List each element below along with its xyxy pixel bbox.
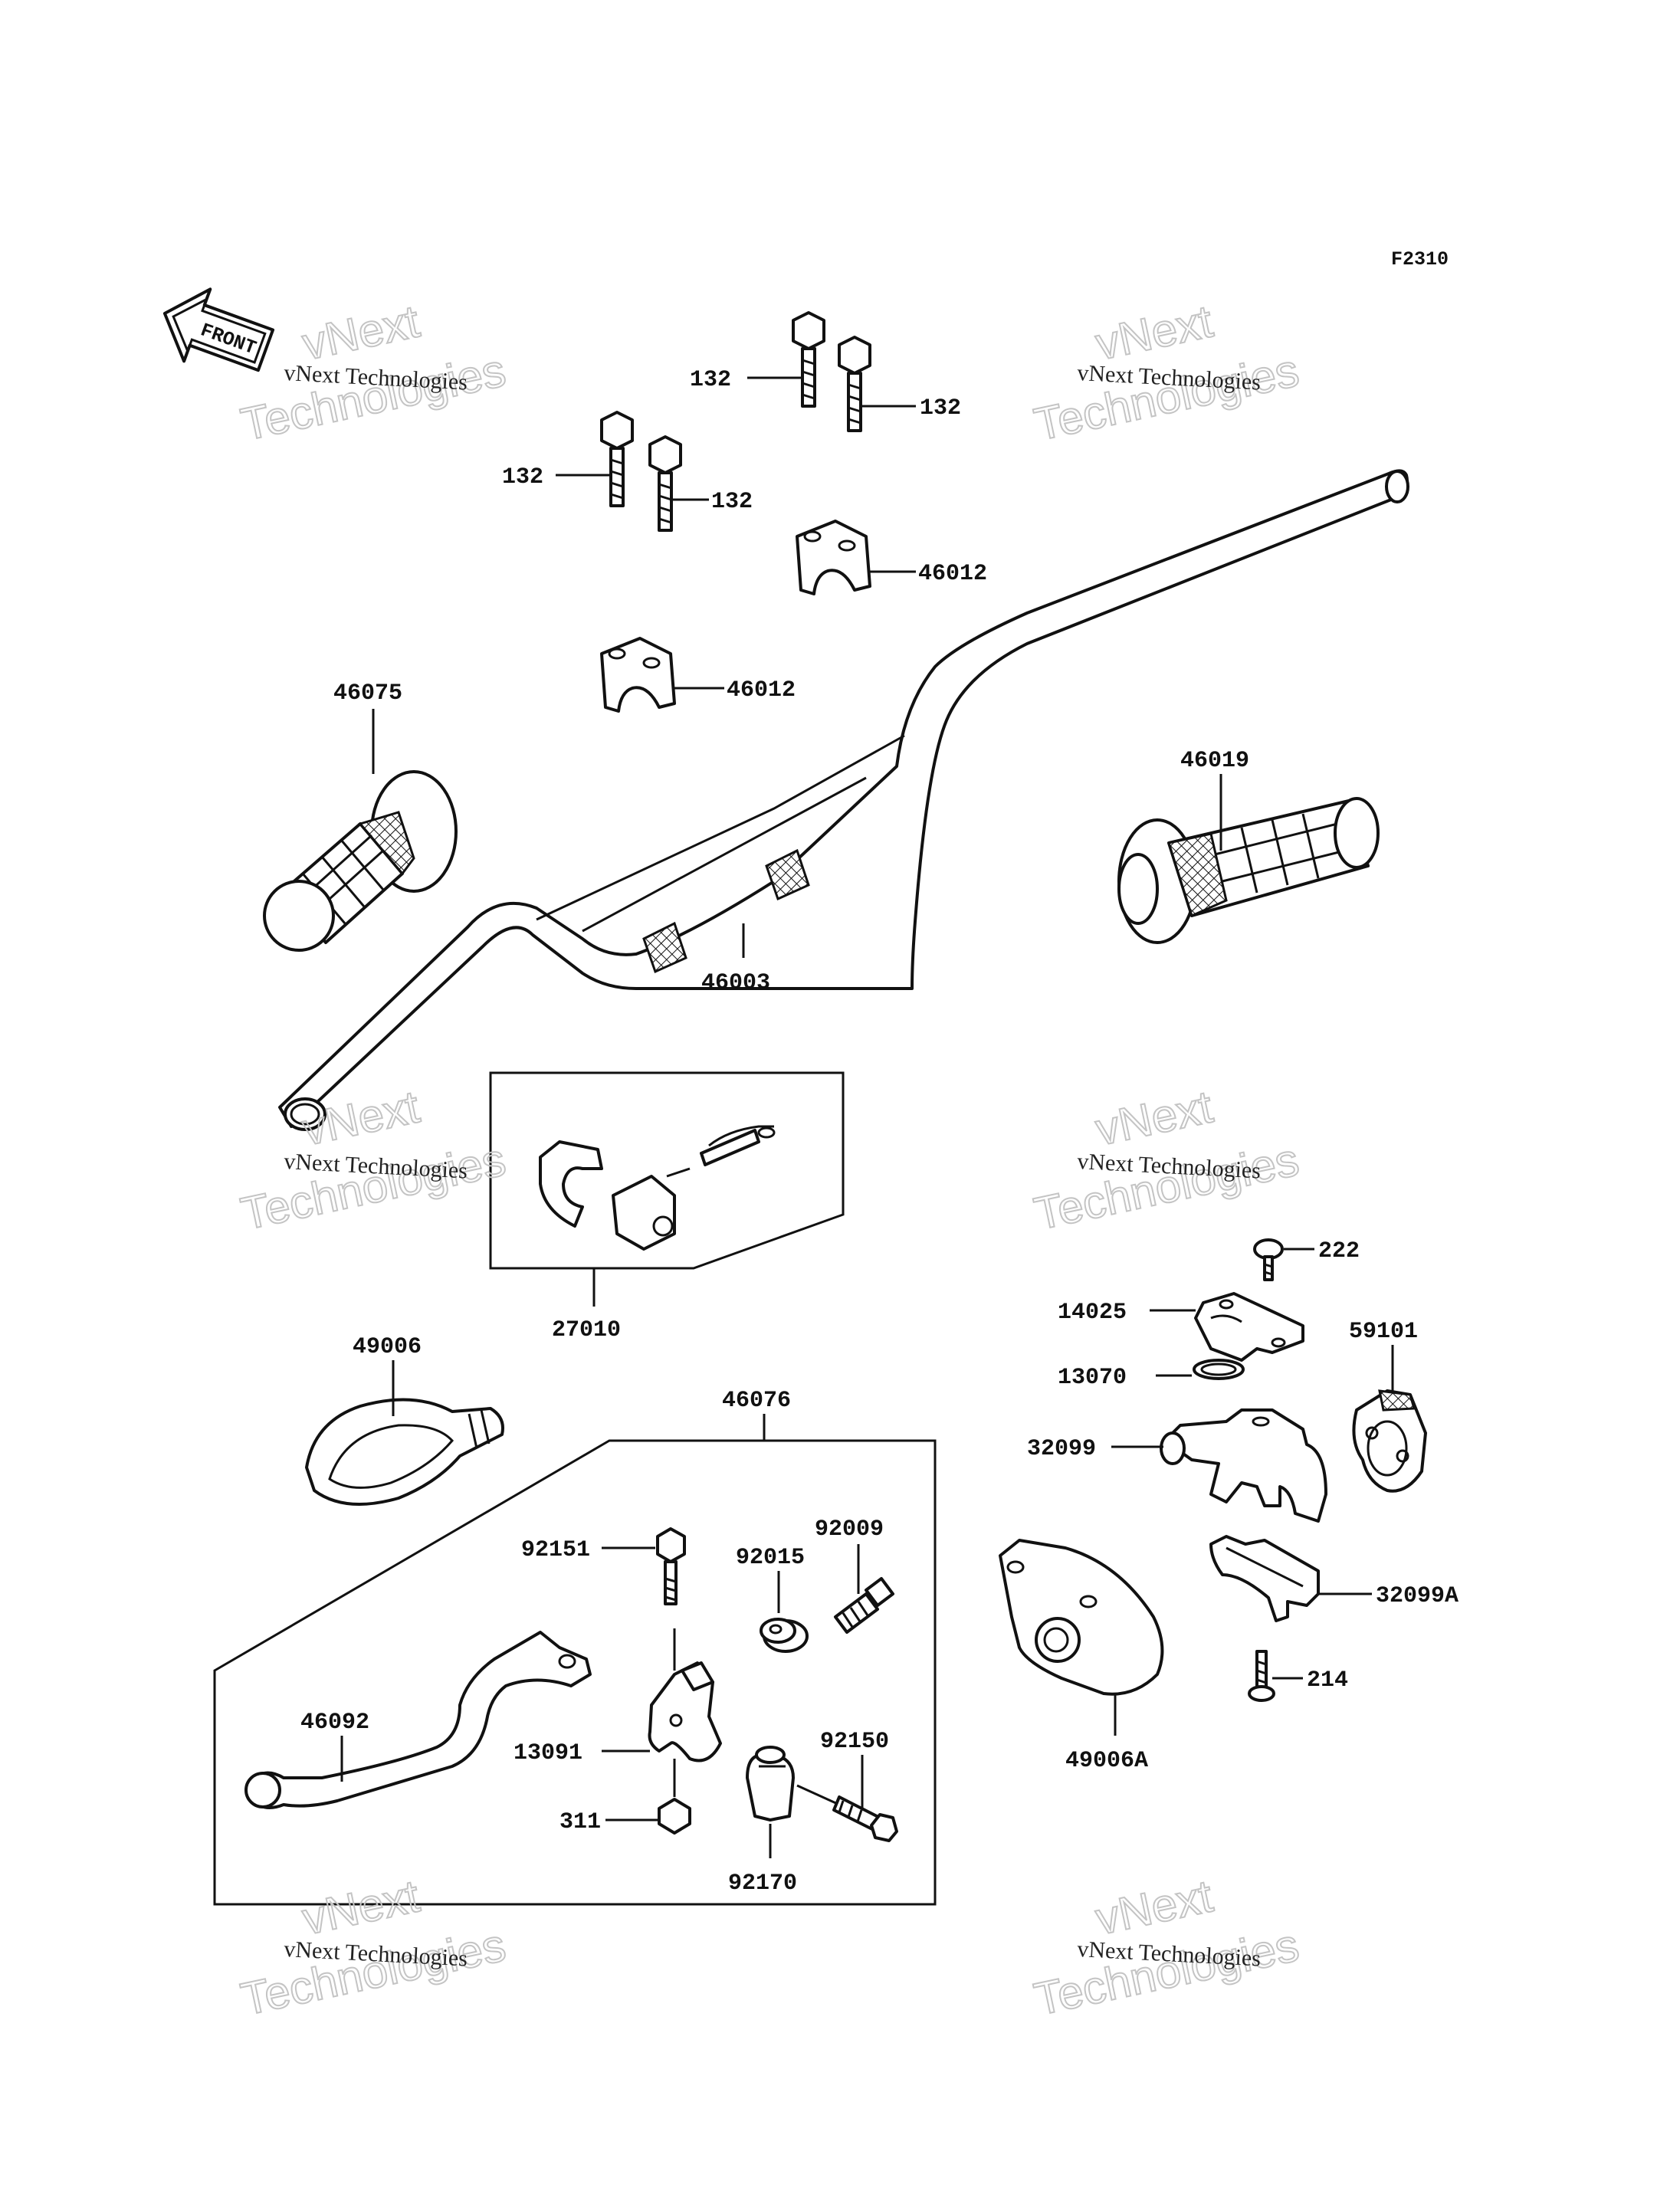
- throttle-cover-large-icon: [999, 1539, 1164, 1696]
- label-214: 214: [1307, 1667, 1348, 1694]
- label-13091: 13091: [514, 1740, 582, 1766]
- label-92151: 92151: [521, 1537, 590, 1563]
- front-arrow-icon: FRONT: [162, 287, 275, 372]
- label-132c: 132: [502, 464, 543, 490]
- figure-code: F2310: [1391, 248, 1449, 271]
- watermark: vNext Technologies vNext Technologies: [1029, 294, 1304, 451]
- label-32099: 32099: [1027, 1436, 1096, 1462]
- watermark: vNext Technologies vNext Technologies: [1029, 1869, 1304, 2025]
- label-132b: 132: [920, 395, 961, 421]
- label-46019: 46019: [1180, 748, 1249, 774]
- label-27010: 27010: [552, 1317, 621, 1343]
- clamp-icon: [600, 637, 676, 713]
- collar-icon: [746, 1746, 795, 1822]
- grip-left-icon: [263, 770, 458, 952]
- nut-icon: [658, 1759, 691, 1835]
- watermark: vNext Technologies vNext Technologies: [236, 1869, 511, 2025]
- watermark-big-b: Technologies: [237, 1919, 510, 2025]
- label-59101: 59101: [1349, 1319, 1418, 1345]
- clip-icon: [1193, 1359, 1245, 1380]
- lever-cover-icon: [305, 1398, 504, 1506]
- handlebar-drawing: [278, 469, 1409, 1131]
- watermark: vNext Technologies vNext Technologies: [1029, 1080, 1304, 1240]
- label-92150: 92150: [820, 1729, 889, 1755]
- screw-icon: [1253, 1238, 1284, 1281]
- pivot-bolt-icon: [796, 1784, 898, 1842]
- bolt-icon: [792, 311, 825, 408]
- throttle-cover-icon: [1194, 1292, 1304, 1362]
- switch-box: [489, 1071, 845, 1270]
- label-92009: 92009: [815, 1517, 884, 1543]
- grip-right-icon: [1117, 797, 1380, 944]
- lever-holder-icon: [648, 1628, 722, 1763]
- label-132d: 132: [711, 489, 753, 515]
- watermark-big-b: Technologies: [1030, 1133, 1304, 1239]
- watermark-big-a: vNext: [298, 1870, 424, 1944]
- watermark: vNext Technologies vNext Technologies: [236, 1080, 511, 1240]
- screw-icon: [1248, 1650, 1275, 1702]
- label-49006A: 49006A: [1065, 1748, 1148, 1774]
- throttle-housing-upper-icon: [1160, 1408, 1327, 1523]
- label-46076: 46076: [722, 1388, 791, 1414]
- label-14025: 14025: [1058, 1300, 1127, 1326]
- label-46075: 46075: [333, 680, 402, 707]
- watermark-big-a: vNext: [298, 295, 424, 369]
- clutch-lever-icon: [244, 1631, 592, 1809]
- label-46012a: 46012: [918, 561, 987, 587]
- bolt-icon: [600, 411, 634, 507]
- watermark-big-a: vNext: [1091, 295, 1217, 369]
- label-13070: 13070: [1058, 1365, 1127, 1391]
- label-92170: 92170: [728, 1871, 797, 1897]
- switch-icon: [539, 1125, 776, 1251]
- bolt-icon: [648, 435, 682, 532]
- clamp-icon: [796, 520, 871, 595]
- throttle-pulley-icon: [1352, 1389, 1427, 1493]
- watermark-big-b: Technologies: [237, 344, 510, 450]
- label-311: 311: [559, 1809, 601, 1835]
- watermark-big-a: vNext: [1091, 1080, 1217, 1155]
- watermark-big-b: Technologies: [1030, 344, 1304, 450]
- throttle-housing-lower-icon: [1209, 1535, 1320, 1622]
- label-92015: 92015: [736, 1545, 805, 1571]
- lever-assembly-box: [213, 1439, 937, 1906]
- adjuster-nut-icon: [760, 1618, 809, 1653]
- label-32099A: 32099A: [1376, 1583, 1459, 1609]
- watermark-big-b: Technologies: [1030, 1919, 1304, 2025]
- watermark-big-a: vNext: [1091, 1870, 1217, 1944]
- label-132a: 132: [690, 367, 731, 393]
- watermark: vNext Technologies vNext Technologies: [236, 294, 511, 451]
- label-49006: 49006: [353, 1334, 422, 1360]
- watermark-big-b: Technologies: [237, 1133, 510, 1239]
- label-222: 222: [1318, 1238, 1360, 1264]
- bolt-icon: [838, 336, 871, 432]
- label-46012b: 46012: [727, 677, 796, 703]
- label-46003: 46003: [701, 970, 770, 996]
- cable-adjuster-icon: [834, 1577, 894, 1634]
- label-46092: 46092: [300, 1710, 369, 1736]
- bolt-icon: [656, 1527, 686, 1605]
